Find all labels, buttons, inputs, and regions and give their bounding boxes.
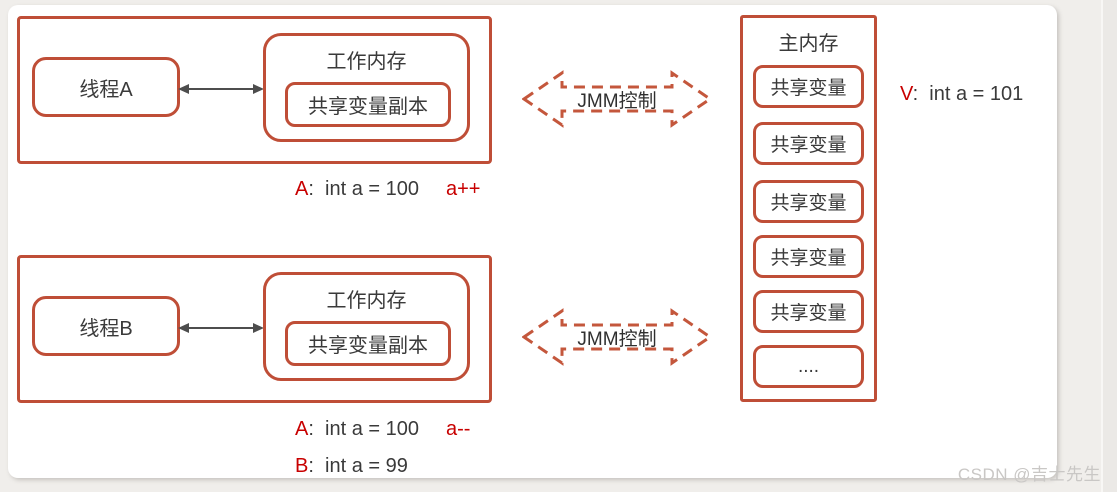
thread-b-group-box: 线程B 工作内存 共享变量副本 (17, 255, 492, 403)
shared-variable-label: 共享变量 (770, 303, 847, 324)
jmm-control-arrow-bottom: JMM控制 (522, 303, 712, 371)
annotation-thread-a-op: a++ (445, 178, 481, 200)
jmm-control-arrow-top: JMM控制 (522, 65, 712, 133)
jmm-control-label-bottom: JMM控制 (577, 328, 657, 350)
double-arrow-icon (522, 308, 712, 366)
csdn-watermark: CSDN @吉士先生 (957, 465, 1101, 484)
thread-b-box: 线程B (32, 296, 180, 356)
ellipsis-label: .... (797, 355, 820, 377)
shared-variable-copy-a-box: 共享变量副本 (285, 82, 451, 127)
annotation-thread-b-line1-op: a-- (445, 418, 471, 440)
thread-b-label: 线程B (79, 317, 133, 340)
annotation-main-memory-prefix: V (900, 83, 913, 105)
shared-variable-label: 共享变量 (770, 193, 847, 214)
jmm-control-label-top: JMM控制 (577, 90, 657, 112)
bidirectional-arrow-icon (178, 323, 264, 333)
annotation-thread-b-line1-prefix: A (295, 418, 309, 440)
shared-variable-copy-b-box: 共享变量副本 (285, 321, 451, 366)
working-memory-a-title: 工作内存 (326, 51, 407, 73)
shared-variable-label: 共享变量 (770, 248, 847, 269)
annotation-thread-b-line1: A: int a = 100 a-- (295, 418, 470, 441)
annotation-thread-b-line2-value: : int a = 99 (308, 455, 408, 477)
shared-variable-box: 共享变量 (753, 180, 864, 223)
annotation-main-memory: V: int a = 101 (900, 83, 1023, 106)
double-arrow-icon (522, 70, 712, 128)
shared-variable-box: 共享变量 (753, 235, 864, 278)
page-edge-strip (1101, 0, 1117, 492)
working-memory-a-box: 工作内存 共享变量副本 (263, 33, 470, 142)
shared-variable-box: 共享变量 (753, 290, 864, 333)
shared-variable-copy-b-label: 共享变量副本 (308, 335, 428, 357)
shared-variable-label: 共享变量 (770, 135, 847, 156)
main-memory-title: 主内存 (778, 33, 839, 55)
ellipsis-box: .... (753, 345, 864, 388)
shared-variable-box: 共享变量 (753, 122, 864, 165)
thread-a-group-box: 线程A 工作内存 共享变量副本 (17, 16, 492, 164)
annotation-thread-b-line2-prefix: B (295, 455, 309, 477)
annotation-thread-b-line2: B: int a = 99 (295, 455, 408, 478)
shared-variable-box: 共享变量 (753, 65, 864, 108)
working-memory-b-title: 工作内存 (326, 290, 407, 312)
shared-variable-copy-a-label: 共享变量副本 (308, 96, 428, 118)
working-memory-b-box: 工作内存 共享变量副本 (263, 272, 470, 381)
annotation-thread-a-value: : int a = 100 (308, 178, 419, 200)
annotation-thread-a: A: int a = 100 a++ (295, 178, 480, 201)
annotation-thread-a-prefix: A (295, 178, 309, 200)
bidirectional-arrow-icon (178, 84, 264, 94)
main-memory-box: 主内存 共享变量 共享变量 共享变量 共享变量 共享变量 .... (740, 15, 877, 402)
thread-a-label: 线程A (79, 78, 133, 101)
shared-variable-label: 共享变量 (770, 78, 847, 99)
annotation-main-memory-value: : int a = 101 (912, 83, 1024, 105)
thread-a-box: 线程A (32, 57, 180, 117)
annotation-thread-b-line1-value: : int a = 100 (308, 418, 419, 440)
